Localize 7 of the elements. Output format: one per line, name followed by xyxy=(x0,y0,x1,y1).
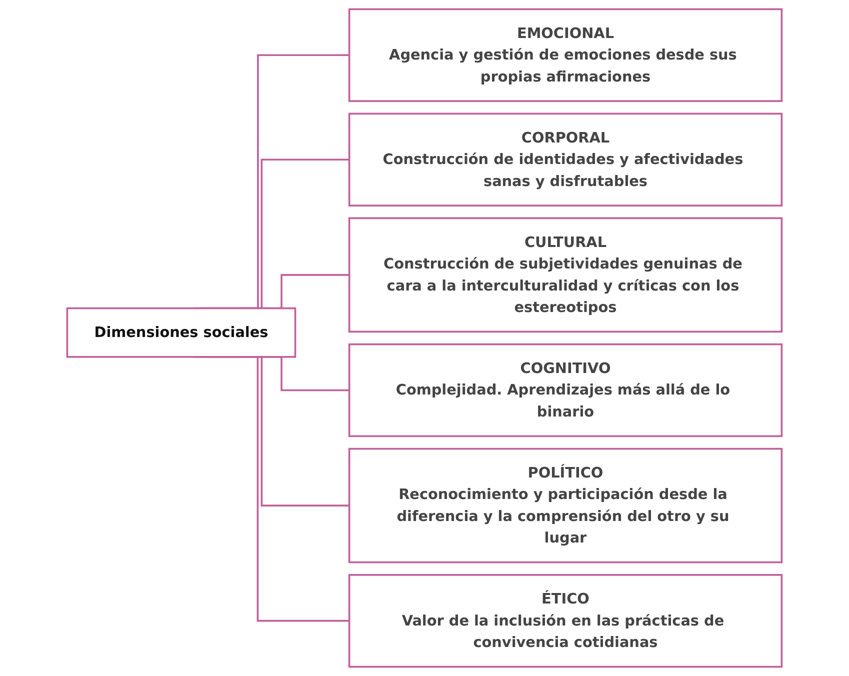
node-box: CORPORAL Construcción de identidades y afectividades sanas y disfrutables xyxy=(348,112,783,206)
node-box: Dimensiones sociales xyxy=(66,307,296,358)
node-box: CULTURAL Construcción de subjetividades genuinas de cara a la interculturalidad y críticas con los estereotipos xyxy=(348,217,783,333)
node-box: ÉTICO Valor de la inclusión en las prácticas de convivencia cotidianas xyxy=(348,574,783,668)
node-box: EMOCIONAL Agencia y gestión de emociones desde sus propias afirmaciones xyxy=(348,8,783,102)
node-box: POLÍTICO Reconocimiento y participación desde la diferencia y la comprensión del otro y su lugar xyxy=(348,448,783,564)
node-box: COGNITIVO Complejidad. Aprendizajes más allá de lo binario xyxy=(348,343,783,438)
